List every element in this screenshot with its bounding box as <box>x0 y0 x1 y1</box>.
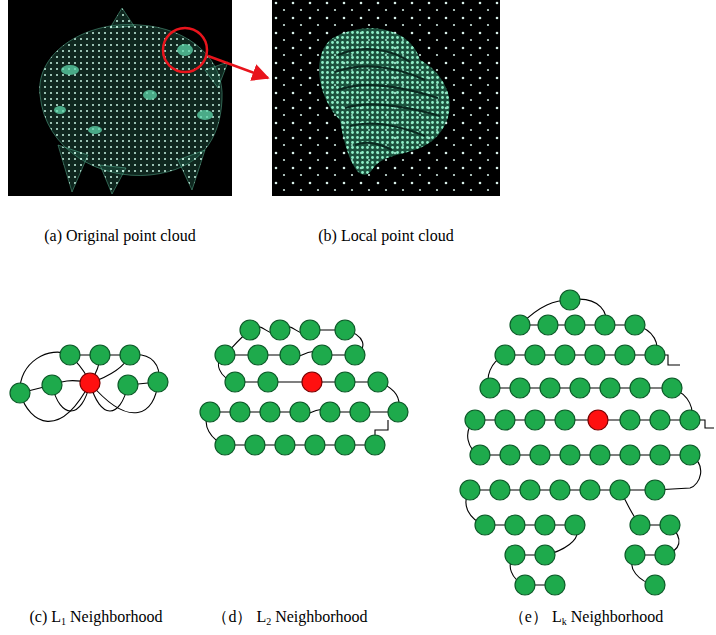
l2-neighborhood-graph <box>200 320 408 455</box>
caption: （d） L2 Neighborhood <box>212 607 367 626</box>
original-point-cloud <box>8 0 268 196</box>
caption: （e） Lk Neighborhood <box>509 607 663 626</box>
lk-neighborhood-graph <box>460 290 714 595</box>
l1-neighborhood-graph <box>10 345 168 421</box>
caption: (b) Local point cloud <box>318 226 454 245</box>
local-point-cloud <box>272 0 500 196</box>
caption: (c) L1 Neighborhood <box>30 607 163 626</box>
caption: (a) Original point cloud <box>44 226 196 245</box>
